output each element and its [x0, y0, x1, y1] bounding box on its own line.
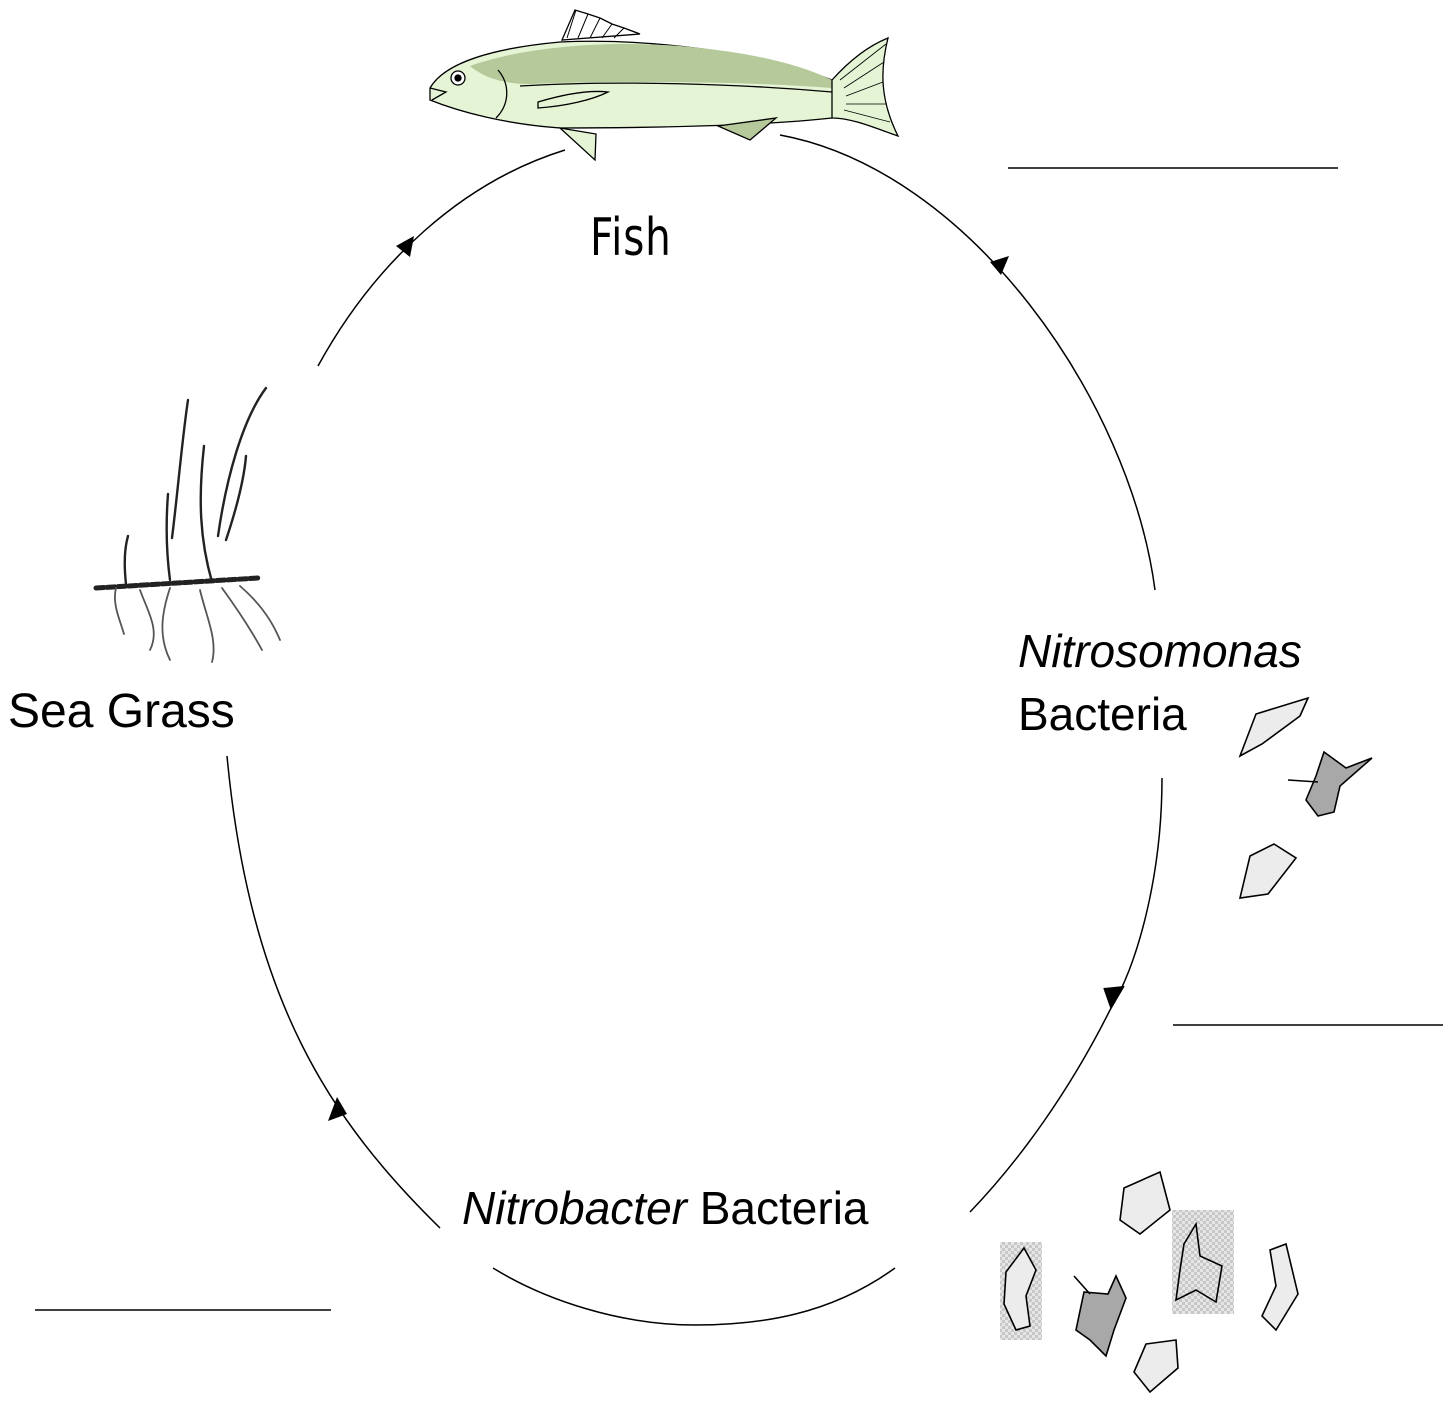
bacterium [1262, 1244, 1298, 1330]
fish-label: Fish [590, 212, 672, 264]
bacterium [1120, 1172, 1170, 1234]
nitrobacter-label: Nitrobacter Bacteria [462, 1185, 869, 1231]
sea-grass-label: Sea Grass [8, 688, 235, 736]
bacterium [1074, 1276, 1090, 1294]
sea-grass-illustration [96, 388, 280, 662]
arrowhead-down-right [990, 256, 1009, 275]
nitrosomonas-label: Nitrosomonas Bacteria [1018, 620, 1302, 745]
arc-seagrass-to-fish [318, 150, 565, 366]
bacterium [1076, 1276, 1126, 1356]
arrowheads [328, 236, 1124, 1121]
arc-fish-to-nitrosomonas [780, 135, 1155, 590]
bacterium [1134, 1340, 1178, 1392]
sea-grass-blade-3 [172, 400, 188, 538]
sea-grass-blade-1 [125, 536, 128, 584]
fish-pupil [455, 75, 461, 81]
fish-illustration [430, 10, 898, 160]
arc-nitrate-to-seagrass [227, 756, 440, 1228]
sea-grass-roots [115, 586, 280, 662]
nitrosomonas-bacteria-word: Bacteria [1018, 688, 1187, 740]
sea-grass-blade-5 [218, 388, 266, 536]
nitrobacter-genus: Nitrobacter [462, 1182, 687, 1234]
nitrobacter-bacteria-cluster [1000, 1172, 1298, 1392]
arrowhead-up-left [396, 236, 414, 257]
sea-grass-blade-2 [167, 494, 170, 580]
bacterium [1240, 844, 1296, 898]
arc-bottom [493, 1268, 895, 1325]
nitrobacter-bacteria-word: Bacteria [687, 1182, 869, 1234]
fish-pelvic-fin [560, 128, 596, 160]
sea-grass-blade-6 [226, 456, 246, 540]
sea-grass-rhizome [96, 578, 258, 588]
sea-grass-blade-4 [201, 446, 212, 582]
nitrosomonas-genus: Nitrosomonas [1018, 625, 1302, 677]
arc-nitrosomonas-to-nitrite [970, 778, 1162, 1212]
fish-dorsal-fin [562, 10, 640, 40]
bacterium [1306, 752, 1372, 816]
